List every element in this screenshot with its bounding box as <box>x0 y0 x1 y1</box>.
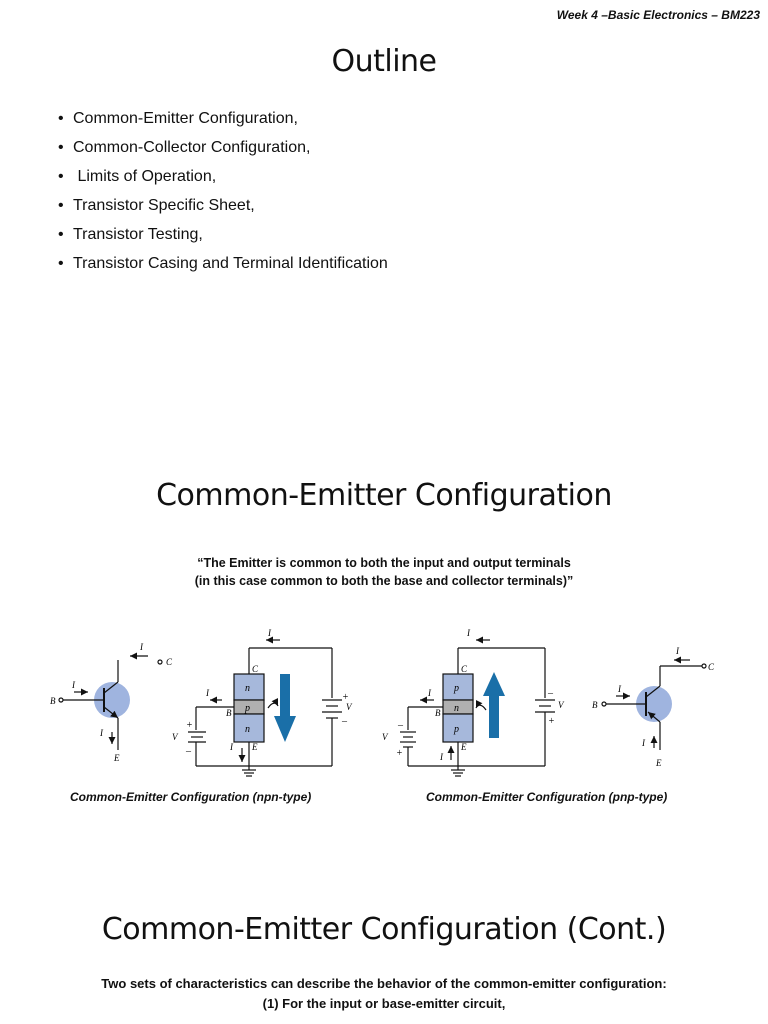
label-n: n <box>454 703 459 714</box>
label-C: C <box>166 657 173 667</box>
plus-sign: + <box>342 692 349 703</box>
outline-list: •Common-Emitter Configuration, •Common-C… <box>58 108 388 282</box>
label-B: B <box>435 708 441 718</box>
characteristics-text: Two sets of characteristics can describe… <box>0 974 768 1014</box>
label-IB: I <box>427 688 432 698</box>
npn-circuit <box>188 636 342 777</box>
ce-cont-title: Common-Emitter Configuration (Cont.) <box>101 912 667 947</box>
caption-pnp: Common-Emitter Configuration (pnp-type) <box>426 790 668 804</box>
bullet-text: Transistor Specific Sheet, <box>73 197 255 214</box>
label-E: E <box>251 742 258 752</box>
label-IC: I <box>267 628 272 638</box>
plus-sign: + <box>396 748 403 759</box>
label-IE: I <box>439 752 444 762</box>
label-E: E <box>460 742 467 752</box>
pnp-transistor-symbol <box>601 656 707 750</box>
label-E: E <box>113 753 120 763</box>
caption-npn: Common-Emitter Configuration (npn-type) <box>70 790 312 804</box>
npn-current-arrow <box>274 674 296 742</box>
label-B: B <box>226 708 232 718</box>
list-item: •Common-Emitter Configuration, <box>58 108 388 137</box>
plus-sign: + <box>186 720 193 731</box>
list-item: •Transistor Testing, <box>58 224 388 253</box>
bullet-text: Transistor Testing, <box>73 226 203 243</box>
label-IB: I <box>205 688 210 698</box>
label-IB: I <box>71 680 76 690</box>
label-B: B <box>592 700 598 710</box>
quote-line-1: “The Emitter is common to both the input… <box>197 556 571 570</box>
label-IE: I <box>99 728 104 738</box>
label-C: C <box>252 664 259 674</box>
label-p: p <box>453 683 459 694</box>
label-IC: I <box>139 642 144 652</box>
label-IC: I <box>466 628 471 638</box>
label-VBB: V <box>382 732 389 742</box>
plus-sign: + <box>548 716 555 727</box>
ce-title: Common-Emitter Configuration <box>156 478 612 513</box>
minus-sign: – <box>547 688 554 699</box>
npn-transistor-symbol <box>58 652 163 750</box>
circuit-diagrams: B I I C I E n p n C B E I I I <box>50 628 715 777</box>
minus-sign: – <box>341 716 348 727</box>
quote-line-2: (in this case common to both the base an… <box>194 574 574 588</box>
label-n: n <box>245 683 250 694</box>
para-line-2: (1) For the input or base-emitter circui… <box>262 996 506 1011</box>
label-VCC: V <box>346 702 353 712</box>
bullet-text: Limits of Operation, <box>73 168 217 185</box>
label-B: B <box>50 696 56 706</box>
minus-sign: – <box>185 746 192 757</box>
label-IE: I <box>229 742 234 752</box>
label-C: C <box>708 662 715 672</box>
ce-quote: “The Emitter is common to both the input… <box>0 554 768 590</box>
label-p: p <box>453 724 459 735</box>
bullet-text: Transistor Casing and Terminal Identific… <box>73 255 388 272</box>
outline-title: Outline <box>331 44 437 79</box>
bullet-text: Common-Collector Configuration, <box>73 139 311 156</box>
label-IC: I <box>675 646 680 656</box>
pnp-current-arrow <box>483 672 505 738</box>
label-IB: I <box>617 684 622 694</box>
list-item: •Transistor Casing and Terminal Identifi… <box>58 253 388 282</box>
label-C: C <box>461 664 468 674</box>
minus-sign: – <box>397 720 404 731</box>
page-header: Week 4 –Basic Electronics – BM223 <box>556 8 760 22</box>
list-item: •Common-Collector Configuration, <box>58 137 388 166</box>
bullet-text: Common-Emitter Configuration, <box>73 110 298 127</box>
para-line-1: Two sets of characteristics can describe… <box>101 976 667 991</box>
label-VBB: V <box>172 732 179 742</box>
list-item: •Transistor Specific Sheet, <box>58 195 388 224</box>
pnp-circuit <box>400 636 555 777</box>
list-item: • Limits of Operation, <box>58 166 388 195</box>
label-p: p <box>244 703 250 714</box>
label-E: E <box>655 758 662 768</box>
label-n: n <box>245 724 250 735</box>
label-VCC: V <box>558 700 565 710</box>
label-IE: I <box>641 738 646 748</box>
